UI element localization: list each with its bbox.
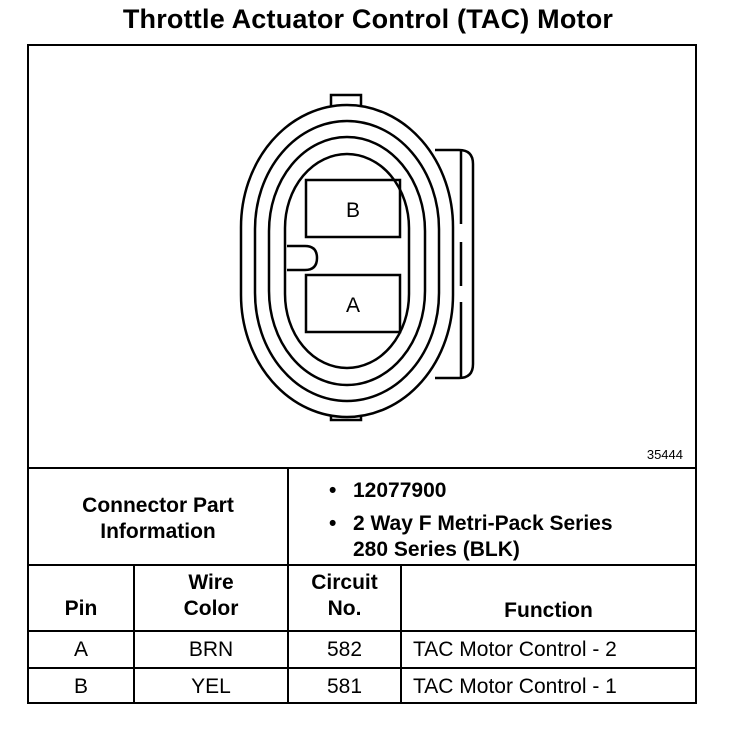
header-circuit: Circuit No.	[311, 571, 378, 620]
divider-header	[29, 630, 695, 632]
col-divider-pin	[133, 564, 135, 702]
col-divider-info	[287, 467, 289, 702]
divider-info	[29, 564, 695, 566]
cell-pin: B	[73, 675, 88, 698]
connector-cavity	[283, 152, 411, 370]
connector-diagram: B A	[239, 93, 475, 422]
cell-wire-color: BRN	[188, 638, 234, 661]
connector-info-list: • 12077900 • 2 Way F Metri-Pack Series 2…	[329, 478, 613, 570]
connector-info-label: Connector Part Information	[82, 494, 234, 543]
side-lock	[435, 148, 475, 380]
header-function: Function	[504, 599, 593, 622]
connector-info-item: • 12077900	[329, 479, 447, 502]
terminal-cavity-a	[304, 273, 402, 334]
connector-middle-ring	[253, 119, 441, 403]
cell-circuit: 581	[326, 675, 363, 698]
pin-label-b: B	[346, 199, 360, 222]
connector-sheet: B A 35444 Connector Part Information • 1…	[27, 44, 697, 704]
connector-inner-ring	[267, 135, 427, 387]
cell-circuit: 582	[326, 638, 363, 661]
figure-number: 35444	[646, 447, 683, 462]
connector-info-item: • 2 Way F Metri-Pack Series 280 Series (…	[329, 512, 613, 561]
cell-pin: A	[73, 638, 88, 661]
pin-label-a: A	[346, 294, 360, 317]
divider-row-a	[29, 667, 695, 669]
cell-wire-color: YEL	[191, 675, 231, 698]
cell-function: TAC Motor Control - 1	[413, 675, 617, 698]
header-wire-color: Wire Color	[183, 571, 239, 620]
col-divider-circuit	[400, 564, 402, 702]
header-pin: Pin	[64, 597, 98, 620]
connector-outer-ring	[239, 103, 455, 419]
divider-diagram	[29, 467, 695, 469]
polarizing-key	[287, 244, 319, 272]
cell-function: TAC Motor Control - 2	[413, 638, 617, 661]
terminal-cavity-b	[304, 178, 402, 239]
page-title: Throttle Actuator Control (TAC) Motor	[122, 4, 614, 34]
